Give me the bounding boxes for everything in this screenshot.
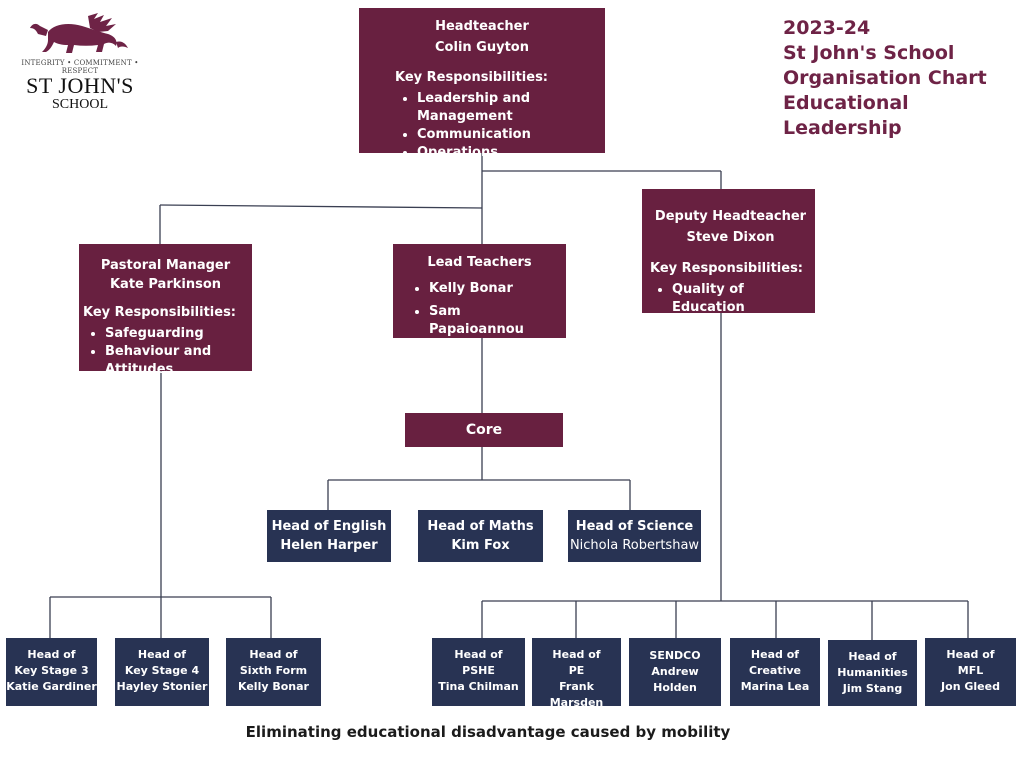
title-year: 2023-24 bbox=[783, 17, 871, 39]
heraldic-dragon-icon bbox=[30, 13, 128, 53]
box-line: PE bbox=[568, 664, 585, 677]
core-head-role: Head of Maths bbox=[427, 519, 534, 534]
head-of-pe-box: Head of PE Frank Marsden bbox=[532, 638, 621, 709]
deputy-responsibilities: Quality of Education bbox=[650, 281, 811, 317]
box-line: Humanities bbox=[837, 666, 908, 679]
head-of-english-box: Head of English Helen Harper bbox=[267, 510, 391, 562]
core-head-name: Nichola Robertshaw bbox=[569, 538, 700, 553]
core-box: Core bbox=[405, 413, 563, 447]
box-line: Head of bbox=[552, 648, 601, 661]
box-line: Kelly Bonar bbox=[238, 680, 309, 693]
deputy-resp-label: Key Responsibilities: bbox=[650, 261, 804, 276]
box-line: PSHE bbox=[462, 664, 495, 677]
box-line: SENDCO bbox=[649, 649, 701, 662]
footer-tagline: Eliminating educational disadvantage cau… bbox=[245, 723, 731, 741]
box-line: Andrew bbox=[651, 665, 699, 678]
box-line: Head of bbox=[27, 648, 76, 661]
box-line: Hayley Stonier bbox=[116, 680, 208, 693]
lead-teachers-list: Kelly Bonar Sam Papaioannou bbox=[407, 280, 558, 339]
sendco-box: SENDCO Andrew Holden bbox=[629, 638, 721, 706]
title-chart: Organisation Chart bbox=[783, 67, 987, 89]
responsibility-item: Leadership and Management bbox=[417, 90, 593, 126]
headteacher-name: Colin Guyton bbox=[435, 40, 529, 55]
responsibility-item: Operations bbox=[417, 144, 593, 162]
lead-teachers-box: Lead Teachers Kelly Bonar Sam Papaioanno… bbox=[393, 244, 566, 338]
headteacher-resp-label: Key Responsibilities: bbox=[395, 70, 549, 85]
box-line: Head of bbox=[249, 648, 298, 661]
head-of-creative-box: Head of Creative Marina Lea bbox=[730, 638, 820, 706]
box-line: Head of bbox=[750, 648, 800, 661]
lead-teachers-role: Lead Teachers bbox=[427, 255, 532, 270]
logo-name: ST JOHN'S bbox=[26, 73, 134, 98]
box-line: Jon Gleed bbox=[941, 680, 1000, 693]
box-line: Sixth Form bbox=[239, 664, 308, 677]
deputy-headteacher-box: Deputy Headteacher Steve Dixon Key Respo… bbox=[642, 189, 815, 315]
box-line: Katie Gardiner bbox=[6, 680, 97, 693]
head-of-maths-box: Head of Maths Kim Fox bbox=[418, 510, 543, 562]
responsibility-item: Quality of Education bbox=[672, 281, 811, 317]
headteacher-responsibilities: Leadership and Management Communication … bbox=[395, 90, 593, 162]
pastoral-name: Kate Parkinson bbox=[109, 277, 222, 292]
responsibility-item: Safeguarding bbox=[105, 325, 248, 343]
core-label: Core bbox=[465, 422, 503, 438]
head-of-key-stage-4-box: Head of Key Stage 4 Hayley Stonier bbox=[115, 638, 209, 706]
deputy-name: Steve Dixon bbox=[686, 230, 775, 245]
pastoral-role: Pastoral Manager bbox=[100, 258, 231, 273]
pastoral-manager-box: Pastoral Manager Kate Parkinson Key Resp… bbox=[79, 244, 252, 377]
box-line: Creative bbox=[748, 664, 802, 677]
pastoral-responsibilities: Safeguarding Behaviour and Attitudes bbox=[83, 325, 248, 379]
responsibility-item: Behaviour and Attitudes bbox=[105, 343, 248, 379]
head-of-pshe-box: Head of PSHE Tina Chilman bbox=[432, 638, 525, 706]
headteacher-role: Headteacher bbox=[435, 19, 529, 34]
box-line: Key Stage 4 bbox=[124, 664, 200, 677]
box-line: Head of bbox=[946, 648, 995, 661]
lead-teacher-item: Sam Papaioannou bbox=[429, 303, 558, 339]
head-of-key-stage-3-box: Head of Key Stage 3 Katie Gardiner bbox=[6, 638, 97, 706]
head-of-sixth-form-box: Head of Sixth Form Kelly Bonar bbox=[226, 638, 321, 706]
box-line: MFL bbox=[957, 664, 984, 677]
responsibility-item: Communication bbox=[417, 126, 593, 144]
box-line: Tina Chilman bbox=[438, 680, 519, 693]
core-head-role: Head of Science bbox=[575, 519, 694, 534]
box-line: Head of bbox=[137, 648, 187, 661]
title-school: St John's School bbox=[783, 42, 955, 64]
school-logo: INTEGRITY • COMMITMENT • RESPECT ST JOHN… bbox=[8, 12, 152, 112]
lead-teacher-item: Kelly Bonar bbox=[429, 280, 558, 298]
chart-title: 2023-24 St John's School Organisation Ch… bbox=[783, 16, 1016, 141]
box-line: Key Stage 3 bbox=[14, 664, 89, 677]
core-head-name: Helen Harper bbox=[280, 538, 378, 553]
box-line: Marina Lea bbox=[740, 680, 810, 693]
core-head-role: Head of English bbox=[271, 519, 387, 534]
box-line: Jim Stang bbox=[842, 682, 903, 695]
logo-motto: INTEGRITY • COMMITMENT • RESPECT bbox=[21, 59, 139, 75]
deputy-role: Deputy Headteacher bbox=[654, 209, 807, 224]
logo-subtitle: SCHOOL bbox=[51, 97, 108, 112]
headteacher-box: Headteacher Colin Guyton Key Responsibil… bbox=[359, 8, 605, 160]
head-of-science-box: Head of Science Nichola Robertshaw bbox=[568, 510, 701, 562]
box-line: Holden bbox=[653, 681, 697, 694]
core-head-name: Kim Fox bbox=[451, 538, 510, 553]
box-line: Head of bbox=[454, 648, 503, 661]
title-section: Educational Leadership bbox=[783, 92, 909, 139]
head-of-humanities-box: Head of Humanities Jim Stang bbox=[828, 640, 917, 706]
head-of-mfl-box: Head of MFL Jon Gleed bbox=[925, 638, 1016, 706]
box-line: Head of bbox=[848, 650, 897, 663]
box-line: Frank Marsden bbox=[549, 680, 604, 709]
pastoral-resp-label: Key Responsibilities: bbox=[83, 305, 237, 320]
